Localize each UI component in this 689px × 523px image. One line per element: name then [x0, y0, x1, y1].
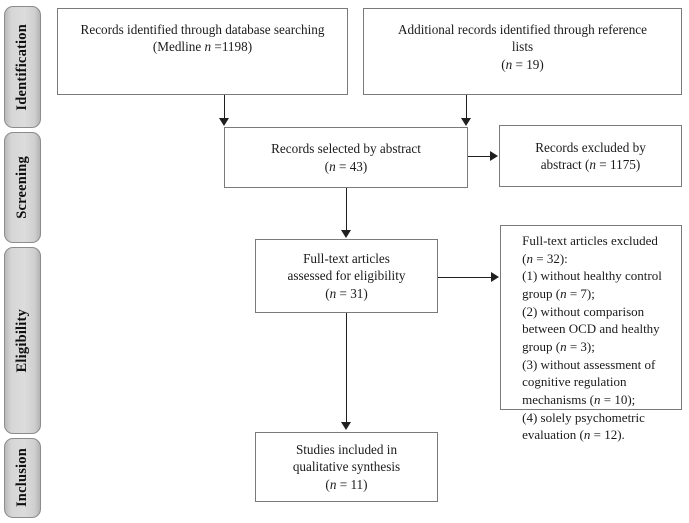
connector-selected-to-excluded — [468, 156, 491, 157]
phase-tab-identification: Identification — [4, 6, 41, 128]
box-additional-records-reference-lists: Additional records identified through re… — [363, 8, 682, 95]
box-full-text-articles-assessed: Full-text articles assessed for eligibil… — [255, 239, 438, 313]
box-full-text-articles-excluded-text: Full-text articles excluded (n = 32): (1… — [522, 233, 662, 443]
box-records-excluded-by-abstract: Records excluded by abstract (n = 1175) — [499, 125, 682, 187]
box-full-text-articles-excluded: Full-text articles excluded (n = 32): (1… — [500, 225, 682, 442]
box-studies-included-qualitative-synthesis-text: Studies included in qualitative synthesi… — [292, 441, 401, 492]
arrowhead-assessed-to-excluded-list — [491, 272, 499, 282]
phase-tab-screening: Screening — [4, 132, 41, 243]
arrowhead-assessed-to-included — [341, 422, 351, 430]
phase-label-screening: Screening — [14, 156, 30, 219]
phase-label-inclusion: Inclusion — [14, 448, 30, 508]
box-records-excluded-by-abstract-text: Records excluded by abstract (n = 1175) — [535, 139, 646, 172]
connector-assessed-to-excluded-list — [438, 277, 492, 278]
box-records-identified-database-text: Records identified through database sear… — [80, 22, 325, 55]
phase-label-eligibility: Eligibility — [14, 308, 30, 373]
box-studies-included-qualitative-synthesis: Studies included in qualitative synthesi… — [255, 432, 438, 502]
arrowhead-selected-to-excluded — [490, 151, 498, 161]
arrowhead-reference-to-selected — [461, 118, 471, 126]
box-records-identified-database: Records identified through database sear… — [57, 8, 348, 95]
connector-assessed-to-included — [346, 313, 347, 423]
phase-label-identification: Identification — [14, 23, 30, 111]
connector-selected-to-assessed — [346, 188, 347, 231]
box-records-selected-by-abstract: Records selected by abstract (n = 43) — [224, 127, 468, 188]
connector-reference-to-selected — [466, 95, 467, 119]
phase-tab-inclusion: Inclusion — [4, 438, 41, 518]
box-full-text-articles-assessed-text: Full-text articles assessed for eligibil… — [287, 250, 406, 301]
box-additional-records-reference-lists-text: Additional records identified through re… — [398, 22, 647, 72]
box-records-selected-by-abstract-text: Records selected by abstract (n = 43) — [271, 141, 421, 174]
arrowhead-selected-to-assessed — [341, 230, 351, 238]
arrowhead-database-to-selected — [219, 118, 229, 126]
phase-tab-eligibility: Eligibility — [4, 247, 41, 434]
connector-database-to-selected — [224, 95, 225, 119]
